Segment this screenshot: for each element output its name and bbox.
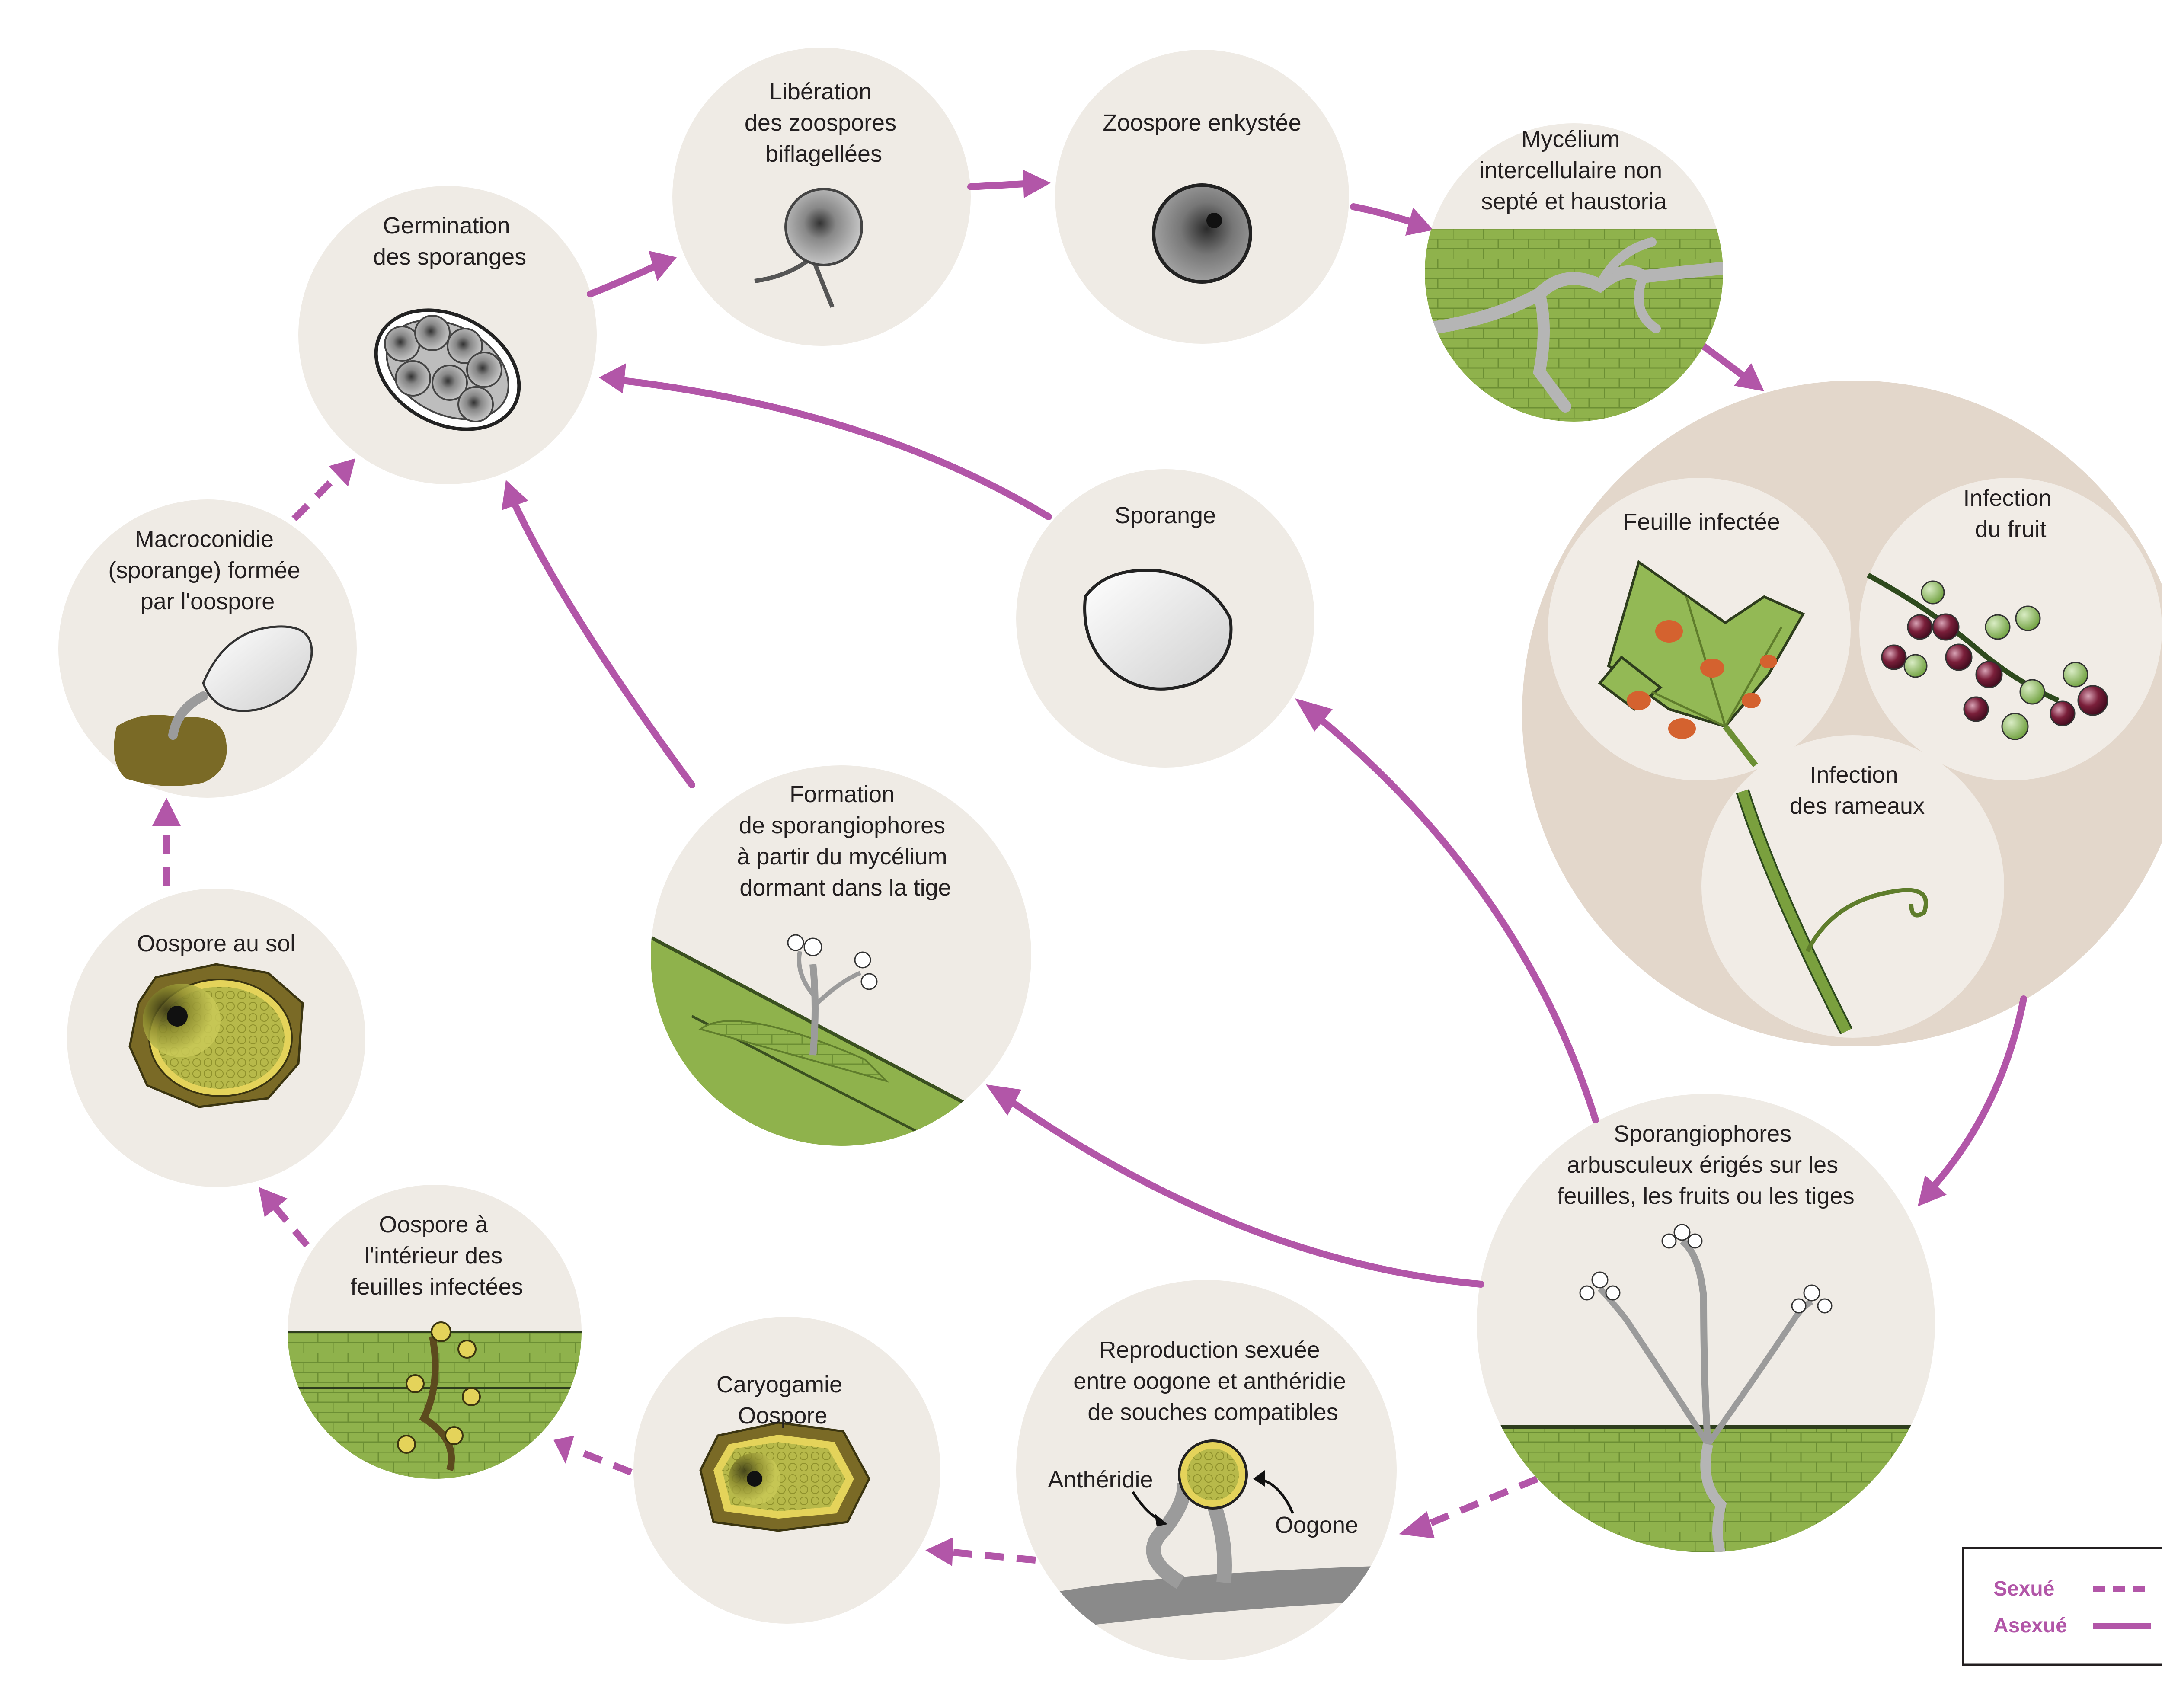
arrowhead — [1405, 208, 1433, 236]
arrowhead — [986, 1084, 1021, 1116]
arrow-macroconidie-to-germination — [291, 473, 340, 521]
arrowhead — [152, 798, 181, 826]
intercellular-mycelium-illustration — [1425, 229, 1723, 422]
arrow-sporange-to-germination — [619, 377, 1052, 520]
legend-sexual-label: Sexué — [1993, 1577, 2054, 1600]
oogonium-antheridium-illustration — [1016, 1439, 1397, 1634]
label-formation: Formation de sporangiophores à partir du… — [737, 781, 953, 901]
label-germination: Germination des sporanges — [373, 213, 526, 270]
label-rameaux: Infection des rameaux — [1790, 762, 1925, 819]
infected-shoot-illustration — [1736, 789, 1928, 1035]
arrowhead — [329, 458, 355, 486]
label-caryogamie: Caryogamie Oospore — [716, 1372, 849, 1429]
circle-rameaux — [1701, 735, 2004, 1038]
biflagellate-zoospore-illustration — [754, 188, 863, 308]
arrowhead — [925, 1537, 953, 1566]
arrowhead — [1295, 698, 1333, 732]
legend: Sexué Asexué — [1962, 1547, 2162, 1666]
label-oogone: Oogone — [1275, 1512, 1358, 1538]
asexual-arrows — [502, 170, 2027, 1288]
legend-asexual-label: Asexué — [1993, 1614, 2067, 1637]
arrowhead — [553, 1436, 574, 1464]
arrow-germination-to-liberation — [587, 264, 656, 297]
arrow-caryogamie-to-oospore-feuilles — [576, 1447, 633, 1476]
label-reproduction: Reproduction sexuée entre oogone et anth… — [1073, 1337, 1353, 1425]
label-macroconidie: Macroconidie (sporange) formée par l'oos… — [108, 526, 307, 614]
sexual-arrows — [152, 458, 1539, 1566]
label-enkystee: Zoospore enkystée — [1103, 110, 1301, 136]
label-feuille: Feuille infectée — [1623, 509, 1780, 535]
infected-grape-cluster-illustration — [1867, 573, 2108, 740]
arrowhead — [259, 1187, 288, 1217]
oospores-in-leaf-illustration — [288, 1321, 582, 1479]
label-oospore-sol: Oospore au sol — [137, 931, 295, 956]
label-oospore-feuilles: Oospore à l'intérieur des feuilles infec… — [350, 1212, 523, 1300]
arrow-enkystee-to-mycelium — [1350, 203, 1413, 225]
legend-box — [1962, 1547, 2162, 1666]
label-fruit: Infection du fruit — [1963, 485, 2058, 542]
macroconidium-illustration — [114, 625, 313, 786]
arrowhead — [1918, 1175, 1947, 1206]
arrowhead — [502, 480, 528, 510]
arrow-reproduction-to-caryogamie — [953, 1549, 1036, 1564]
encysted-zoospore-illustration — [1152, 183, 1252, 284]
arrow-infection-to-sporangiophores — [1932, 995, 2027, 1188]
label-sporange: Sporange — [1115, 502, 1216, 528]
arrow-liberation-to-enkystee — [967, 180, 1028, 190]
label-sporangiophores: Sporangiophores arbusculeux érigés sur l… — [1557, 1121, 1854, 1209]
arrowhead — [1399, 1511, 1435, 1538]
arrow-formation-to-germination — [511, 500, 695, 788]
arrow-oospore-feuilles-to-oospore-sol — [272, 1204, 310, 1248]
arrow-sporangiophores-to-sporange — [1315, 714, 1599, 1123]
sporangium-with-zoospores-illustration — [374, 308, 521, 431]
arrowhead — [649, 251, 677, 281]
arrow-sporangiophores-to-formation — [1006, 1097, 1484, 1288]
soil-oospore-illustration — [128, 963, 304, 1108]
arrow-sporangiophores-to-reproduction — [1421, 1475, 1539, 1530]
arrowhead — [599, 363, 626, 393]
caryogamy-oospore-illustration — [699, 1421, 870, 1532]
sporangium-illustration — [1083, 569, 1233, 691]
infected-leaf-illustration — [1598, 560, 1805, 768]
arrow-mycelium-to-infection — [1694, 338, 1746, 379]
label-mycelium: Mycélium intercellulaire non septé et ha… — [1479, 126, 1669, 214]
arrowhead — [1734, 363, 1764, 391]
arrowhead — [1023, 170, 1051, 198]
label-antheridie: Anthéridie — [1048, 1467, 1153, 1493]
label-liberation: Libération des zoospores biflagellées — [745, 79, 903, 167]
